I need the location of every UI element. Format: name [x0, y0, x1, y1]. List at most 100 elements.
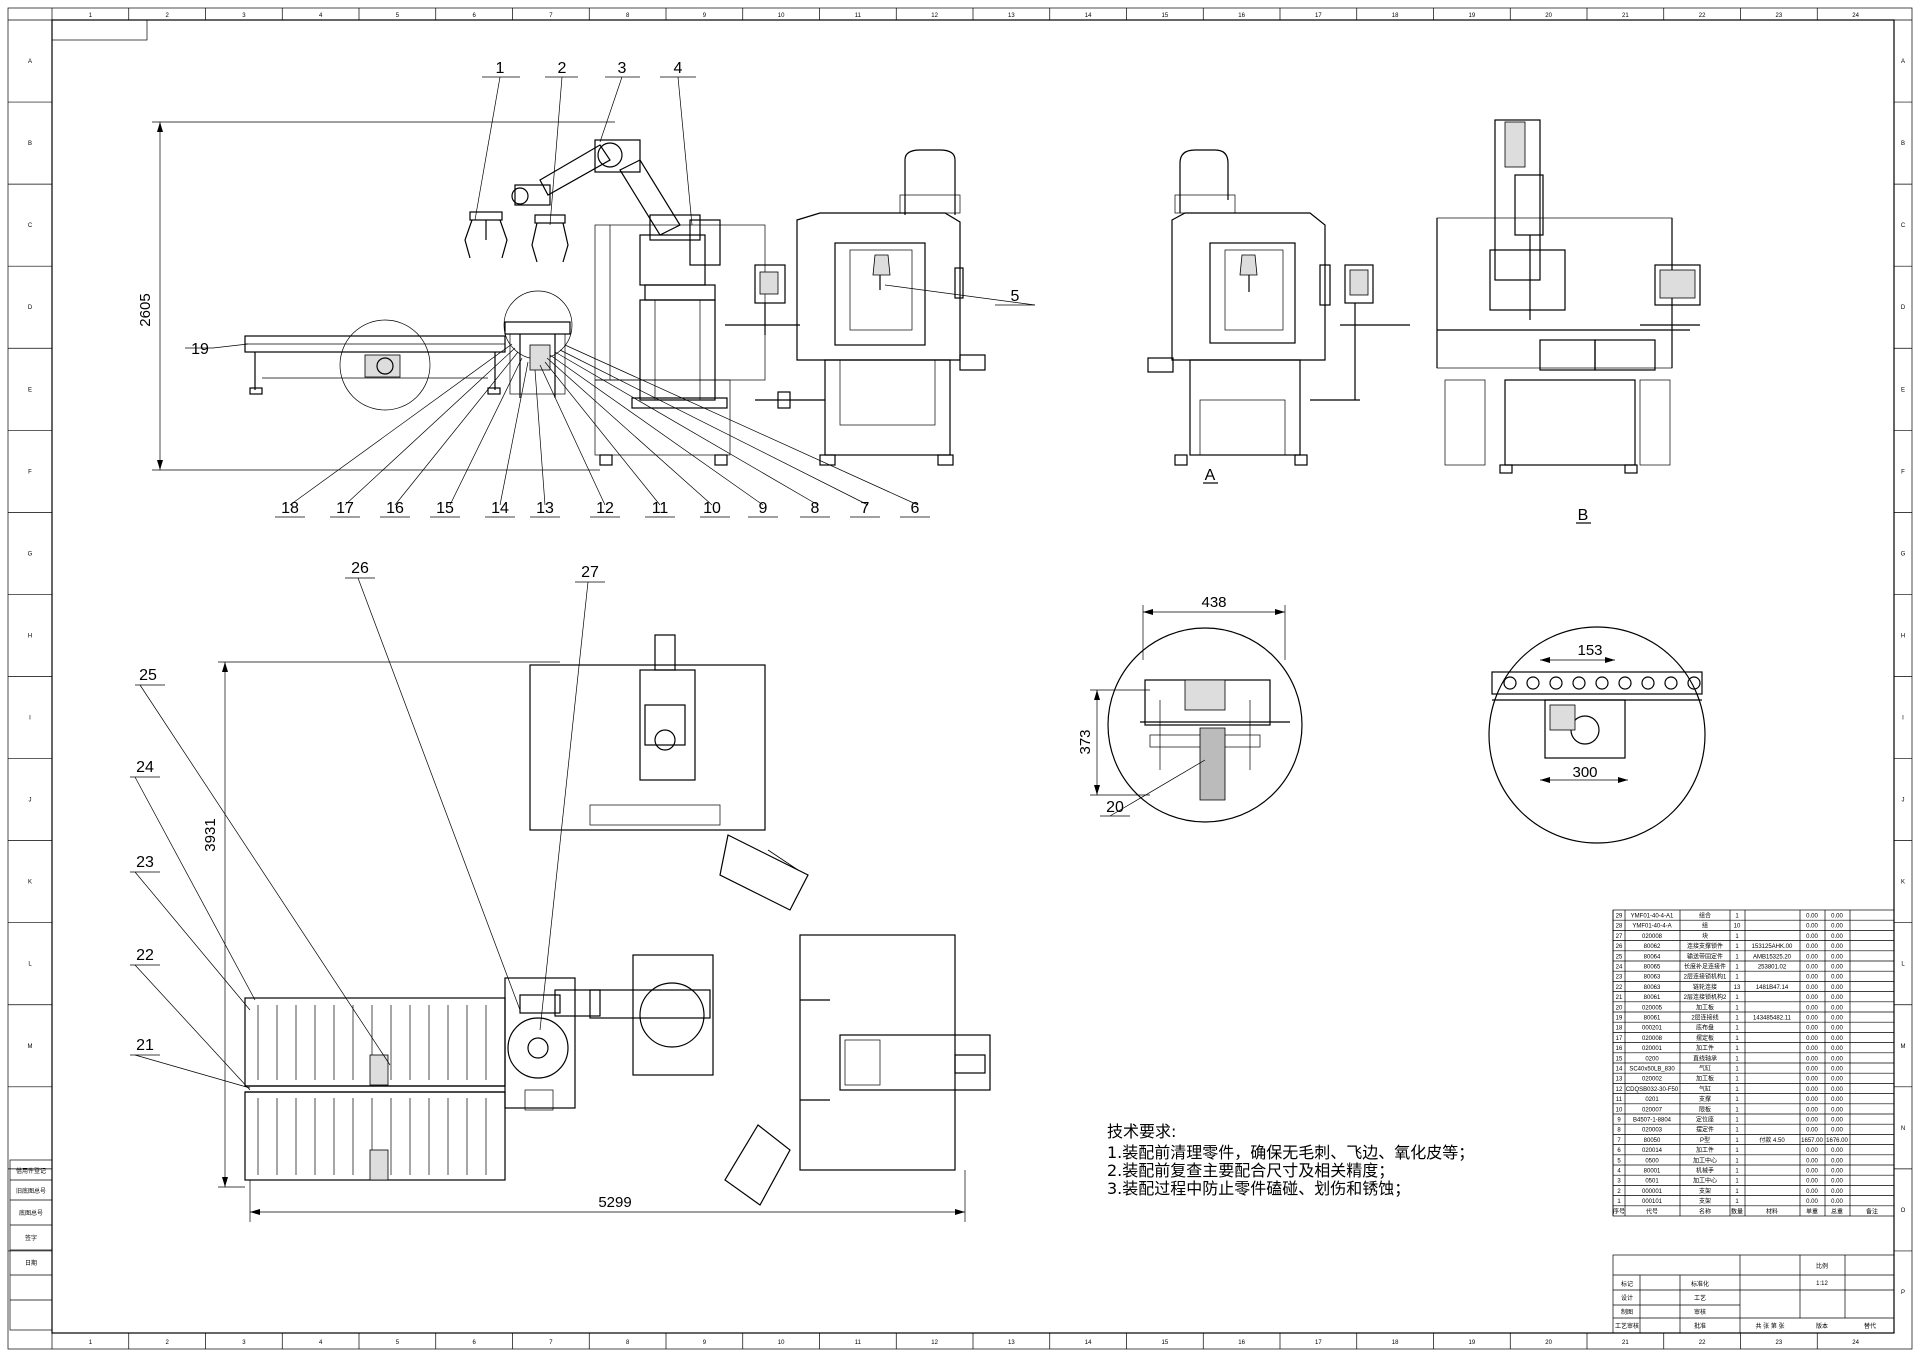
zone-col-label: 15	[1162, 13, 1169, 19]
bom-cell-total-weight: 0.00	[1831, 985, 1843, 991]
zone-col-label: 6	[472, 13, 476, 19]
bom-cell-unit-weight: 0.00	[1806, 1169, 1818, 1175]
bom-cell-total-weight: 0.00	[1831, 1118, 1843, 1124]
balloon-2: 2	[558, 60, 567, 77]
zone-row-label: O	[1901, 1208, 1906, 1214]
balloon-6: 6	[911, 500, 920, 517]
bom-cell-code: 020008	[1642, 1036, 1663, 1042]
bom-cell-qty: 1	[1735, 914, 1739, 920]
bom-cell-qty: 1	[1735, 1077, 1739, 1083]
bom-cell-code: 020003	[1642, 1128, 1663, 1134]
balloon-17: 17	[336, 500, 354, 517]
tb-mid-approve: 批准	[1694, 1322, 1706, 1330]
monitor-side	[1344, 264, 1374, 304]
bom-cell-name: 加工件	[1696, 1044, 1714, 1052]
bom-cell-code: 020014	[1642, 1148, 1663, 1154]
detail-view-2: 153 300	[1488, 626, 1706, 844]
balloon-9: 9	[759, 500, 768, 517]
bom-cell-no: 25	[1616, 954, 1623, 960]
bom-cell-material: AMB15325.20	[1753, 954, 1792, 960]
bom-cell-no: 24	[1616, 965, 1623, 971]
zone-col-label: 23	[1776, 1340, 1783, 1346]
bom-cell-qty: 1	[1735, 1005, 1739, 1011]
robot-side-body	[1494, 119, 1541, 281]
bom-cell-unit-weight: 0.00	[1806, 1148, 1818, 1154]
bom-cell-code: 000201	[1642, 1026, 1663, 1032]
bom-cell-unit-weight: 0.00	[1806, 1067, 1818, 1073]
bom-cell-total-weight: 0.00	[1831, 1087, 1843, 1093]
bom-cell-unit-weight: 0.00	[1806, 1179, 1818, 1185]
bom-cell-no: 19	[1616, 1016, 1623, 1022]
zone-col-label: 20	[1545, 1340, 1552, 1346]
zone-col-label: 1	[89, 1340, 93, 1346]
bom-cell-no: 21	[1616, 995, 1623, 1001]
view-b-label: B	[1578, 507, 1589, 524]
roller	[1641, 676, 1655, 690]
zone-row-label: E	[1901, 387, 1905, 393]
bom-cell-no: 12	[1616, 1087, 1623, 1093]
bom-cell-no: 26	[1616, 944, 1623, 950]
bom-cell-unit-weight: 0.00	[1806, 1128, 1818, 1134]
bom-cell-unit-weight: 0.00	[1806, 985, 1818, 991]
bom-cell-name: P型	[1700, 1136, 1710, 1144]
bom-cell-no: 3	[1617, 1179, 1621, 1185]
zone-col-label: 13	[1008, 13, 1015, 19]
tb-mid-proc: 工艺	[1694, 1294, 1706, 1302]
bom-cell-no: 16	[1616, 1046, 1623, 1052]
zone-col-label: 17	[1315, 1340, 1322, 1346]
zone-col-label: 7	[549, 1340, 553, 1346]
zone-col-label: 3	[242, 13, 246, 19]
bom-cell-qty: 1	[1735, 1179, 1739, 1185]
side-view-a: A	[1147, 149, 1410, 484]
bom-header-cell: 数量	[1731, 1207, 1743, 1215]
dim-373: 373	[1077, 729, 1094, 754]
roller	[1595, 676, 1609, 690]
balloon-1: 1	[496, 60, 505, 77]
strip-label: 借用件登记	[16, 1167, 46, 1175]
dim-153: 153	[1577, 642, 1602, 659]
bom-cell-code: 80064	[1644, 954, 1661, 960]
tb-scale: 1:12	[1816, 1281, 1828, 1287]
bom-cell-code: 000001	[1642, 1189, 1663, 1195]
zone-row-label: F	[28, 469, 32, 475]
zone-col-label: 22	[1699, 13, 1706, 19]
zone-row-label: J	[1902, 798, 1905, 804]
tb-mid-check: 审核	[1694, 1308, 1706, 1316]
bom-cell-qty: 1	[1735, 1199, 1739, 1205]
zone-col-label: 9	[703, 1340, 707, 1346]
balloon-18: 18	[281, 500, 299, 517]
bom-cell-code: 0500	[1645, 1158, 1659, 1164]
bom-cell-name: 加工件	[1696, 1146, 1714, 1154]
view-a-label: A	[1205, 467, 1216, 484]
bom-cell-name: 加工中心	[1693, 1177, 1717, 1185]
balloon-7: 7	[861, 500, 870, 517]
bom-cell-code: YMF01-40-4-A1	[1631, 914, 1674, 920]
bom-cell-code: 0201	[1645, 1097, 1659, 1103]
bom-cell-unit-weight: 0.00	[1806, 1189, 1818, 1195]
bom-cell-unit-weight: 0.00	[1806, 914, 1818, 920]
bom-cell-name: 支撑	[1699, 1095, 1711, 1103]
zone-row-label: M	[28, 1044, 33, 1050]
plan-machining-center-bottom	[799, 934, 956, 1171]
bom-cell-no: 1	[1617, 1199, 1621, 1205]
title-block: 标记 设计 制图 工艺审核 标准化 工艺 审核 批准 比例 1:12 共 张 第…	[1612, 1254, 1895, 1334]
zone-col-label: 2	[165, 1340, 169, 1346]
bom-cell-qty: 1	[1735, 1169, 1739, 1175]
zone-row-label: B	[28, 141, 32, 147]
zone-col-label: 22	[1699, 1340, 1706, 1346]
zone-col-label: 24	[1852, 1340, 1859, 1346]
zone-row-label: K	[1901, 880, 1905, 886]
strip-label: 底图总号	[19, 1209, 43, 1217]
zone-col-label: 13	[1008, 1340, 1015, 1346]
zone-row-label: C	[28, 223, 33, 229]
bom-cell-code: 80063	[1644, 975, 1661, 981]
bom-cell-code: 020008	[1642, 934, 1663, 940]
